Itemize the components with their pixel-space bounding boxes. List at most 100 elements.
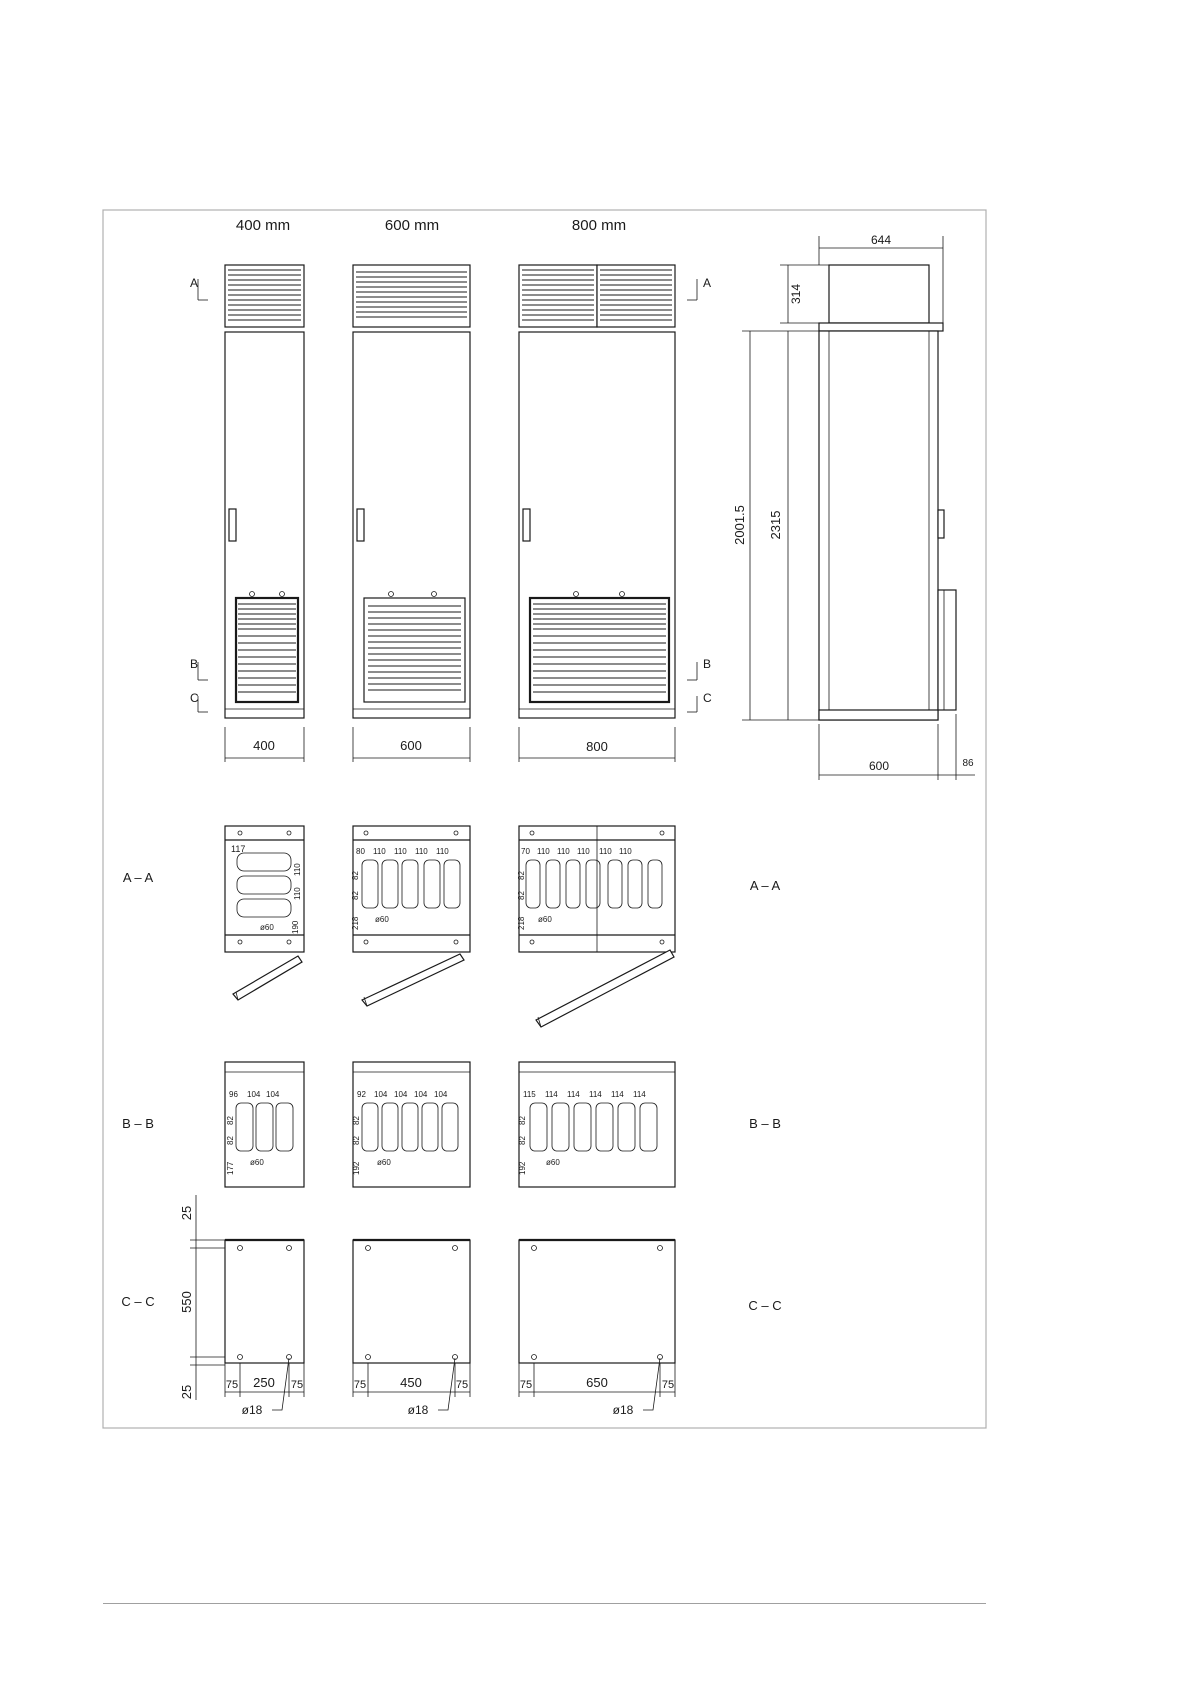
mark-a-right: A — [703, 276, 711, 290]
dimension-label: ø60 — [377, 1158, 391, 1167]
label-aa-left: A – A — [123, 870, 154, 885]
side-inner-height: 2001.5 — [732, 505, 747, 545]
dimension-label: ø18 — [613, 1403, 634, 1417]
dimension-label: 110 — [394, 847, 407, 856]
dimension-label: 104 — [414, 1090, 428, 1099]
dimension-label: 104 — [247, 1090, 261, 1099]
dimension-label: 75 — [226, 1379, 238, 1391]
section-bb-400: 96 104 104 82 82 177 ø60 — [224, 1061, 305, 1188]
dimension-label: 92 — [357, 1090, 366, 1099]
door-handle-600 — [356, 508, 365, 542]
dimension-label: 82 — [518, 1116, 527, 1125]
side-top-height: 314 — [789, 284, 803, 304]
dimension-label: 75 — [291, 1379, 303, 1391]
top-vent-400 — [228, 269, 301, 321]
footer-rule — [103, 1603, 986, 1604]
section-cc-800: 75 650 75 ø18 — [518, 1238, 676, 1417]
dimension-label: 96 — [229, 1090, 238, 1099]
label-bb-left: B – B — [122, 1116, 154, 1131]
front-dim-400: 400 — [253, 738, 275, 753]
dimension-label: 25 — [179, 1385, 194, 1399]
dimension-label: 82 — [352, 1136, 361, 1145]
dimension-label: 110 — [373, 847, 386, 856]
dimension-label: ø18 — [408, 1403, 429, 1417]
side-offset: 86 — [962, 758, 974, 769]
mark-b-left: B — [190, 657, 198, 671]
section-bb-600: 92 104 104 104 104 82 82 192 ø60 — [352, 1061, 471, 1188]
front-view-800: 800 — [518, 264, 676, 762]
section-markers-right: A B C — [687, 276, 712, 713]
side-total-height: 2315 — [768, 511, 783, 540]
section-aa-800: 70 110 110 110 110 110 82 82 218 ø60 — [517, 825, 676, 1028]
front-dim-800: 800 — [586, 739, 608, 754]
section-cc-vertical-dims: 25 550 25 — [179, 1195, 225, 1400]
dimension-label: 104 — [394, 1090, 408, 1099]
dimension-label: 115 — [523, 1090, 536, 1099]
dimension-label: 75 — [662, 1379, 674, 1391]
dimension-label: 75 — [354, 1379, 366, 1391]
side-depth: 600 — [869, 759, 889, 773]
dimension-label: 82 — [517, 891, 526, 900]
dimension-label: 117 — [231, 844, 245, 854]
dimension-label: 114 — [633, 1090, 646, 1099]
front-dim-600: 600 — [400, 738, 422, 753]
dimension-label: 25 — [179, 1206, 194, 1220]
mark-b-right: B — [703, 657, 711, 671]
front-view-400: 400 — [224, 264, 305, 762]
section-cc-400: 75 250 75 ø18 — [224, 1238, 305, 1417]
dimension-label: 177 — [226, 1161, 235, 1175]
header-600: 600 mm — [385, 217, 439, 234]
side-view: 644 314 2001.5 2315 600 86 — [732, 233, 975, 780]
dimension-label: 82 — [352, 1116, 361, 1125]
dimension-label: 82 — [226, 1116, 235, 1125]
section-aa-400: 117 110 110 190 ø60 — [224, 825, 305, 1001]
dimension-label: 550 — [179, 1291, 194, 1313]
dimension-label: 82 — [226, 1136, 235, 1145]
dimension-label: 110 — [293, 863, 302, 876]
dimension-label: 192 — [518, 1161, 527, 1175]
dimension-label: 114 — [567, 1090, 580, 1099]
label-bb-right: B – B — [749, 1116, 781, 1131]
dimension-label: 450 — [400, 1375, 422, 1390]
dimension-label: 114 — [611, 1090, 624, 1099]
dimension-label: 75 — [456, 1379, 468, 1391]
section-aa-600: 80 110 110 110 110 82 82 218 ø60 — [351, 825, 471, 1007]
door-handle-400 — [228, 508, 237, 542]
dimension-label: 82 — [351, 871, 360, 880]
door-handle-800 — [522, 508, 531, 542]
front-view-600: 600 — [352, 264, 471, 762]
dimension-label: 104 — [434, 1090, 448, 1099]
dimension-label: 104 — [374, 1090, 388, 1099]
dimension-label: 650 — [586, 1375, 608, 1390]
dimension-label: ø60 — [250, 1158, 264, 1167]
dimension-label: 110 — [599, 847, 612, 856]
dimension-label: ø60 — [546, 1158, 560, 1167]
dimension-label: 110 — [293, 887, 302, 900]
dimension-label: 190 — [291, 920, 300, 934]
label-aa-right: A – A — [750, 878, 781, 893]
dimension-label: ø60 — [538, 915, 552, 924]
label-cc-left: C – C — [121, 1294, 154, 1309]
section-bb-800: 115 114 114 114 114 114 82 82 192 ø60 — [518, 1061, 676, 1188]
mark-a-left: A — [190, 276, 198, 290]
dimension-label: 82 — [351, 891, 360, 900]
side-top-width: 644 — [871, 233, 891, 247]
dimension-label: 192 — [352, 1161, 361, 1175]
drawing-frame — [102, 209, 987, 1429]
dimension-label: 114 — [589, 1090, 602, 1099]
dimension-label: 82 — [518, 1136, 527, 1145]
dimension-label: 114 — [545, 1090, 558, 1099]
dimension-label: 70 — [521, 847, 530, 856]
dimension-label: 110 — [537, 847, 550, 856]
dimension-label: ø18 — [242, 1403, 263, 1417]
label-cc-right: C – C — [748, 1298, 781, 1313]
dimension-label: 110 — [415, 847, 428, 856]
section-cc-600: 75 450 75 ø18 — [352, 1238, 471, 1417]
dimension-label: 110 — [619, 847, 632, 856]
dimension-label: 218 — [351, 916, 360, 930]
dimension-label: 250 — [253, 1375, 275, 1390]
dimension-label: ø60 — [375, 915, 389, 924]
dimension-label: 110 — [577, 847, 590, 856]
dimension-label: 80 — [356, 847, 365, 856]
